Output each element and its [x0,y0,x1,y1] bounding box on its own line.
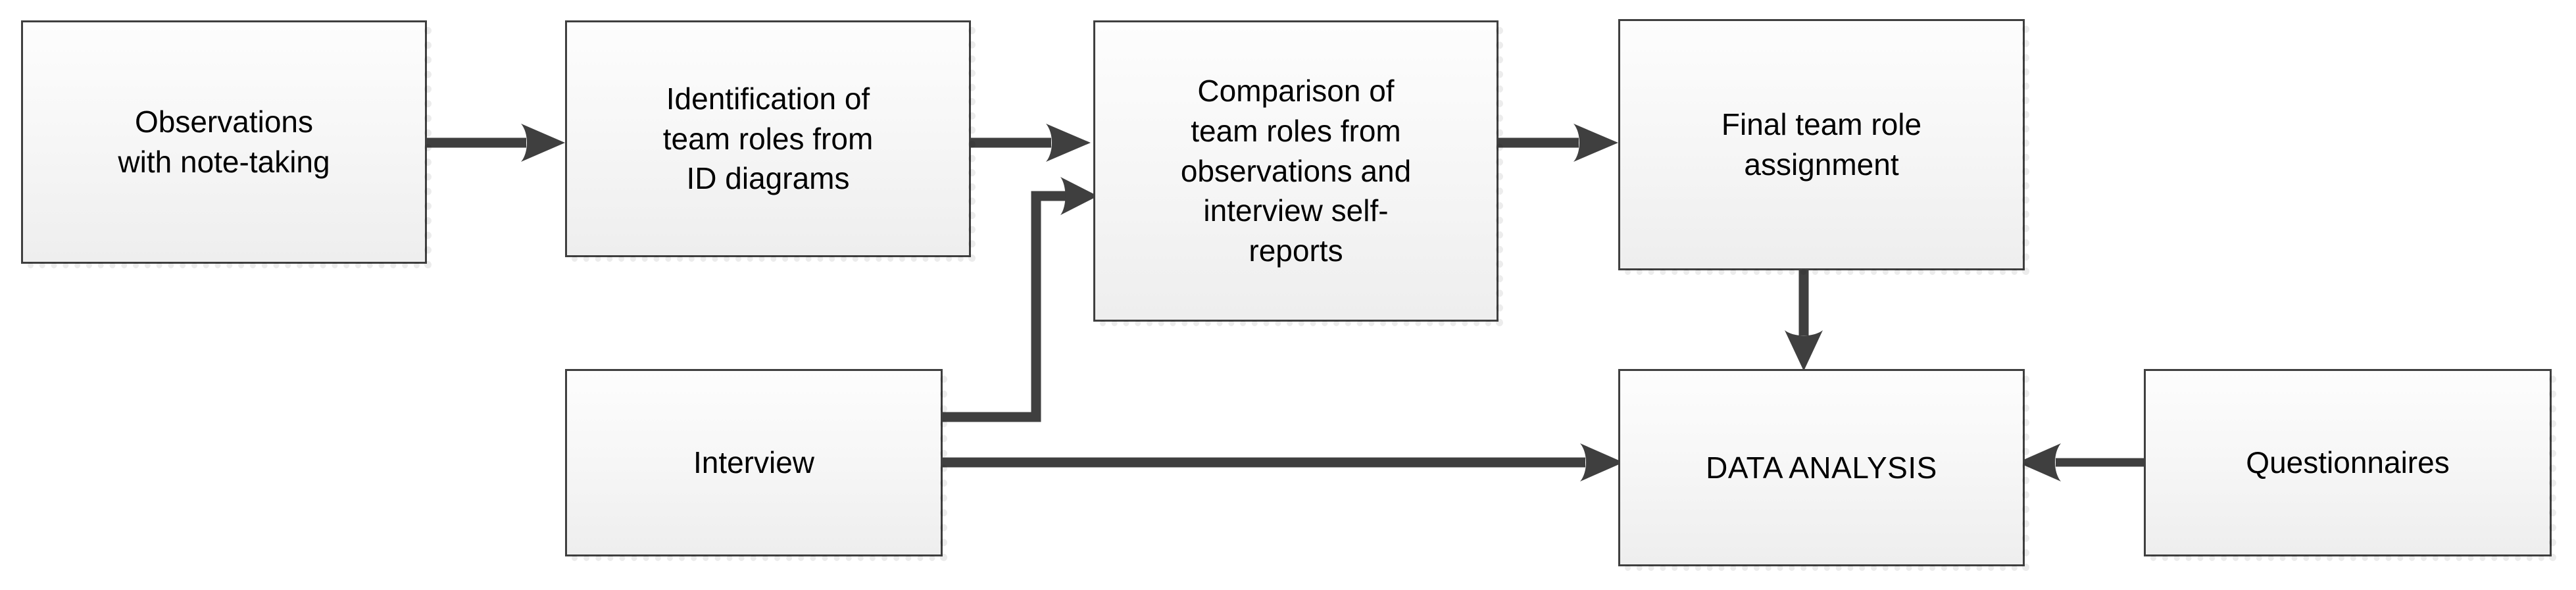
node-data-analysis[interactable]: DATA ANALYSIS [1618,369,2029,571]
edge-final-assignment-to-data-analysis [1780,263,1827,375]
edge-observations-to-identification [421,122,572,163]
node-identification[interactable]: Identification of team roles from ID dia… [565,20,976,262]
edge-comparison-to-final-assignment [1493,122,1625,163]
node-final-assignment[interactable]: Final team role assignment [1618,19,2029,275]
node-interview-label: Interview [693,445,815,480]
node-observations[interactable]: Observations with note-taking [21,20,432,268]
node-questionnaires[interactable]: Questionnaires [2144,369,2556,561]
node-observations-label: Observations with note-taking [118,105,330,179]
edge-interview-to-comparison [934,164,1105,441]
node-data-analysis-label: DATA ANALYSIS [1706,450,1937,485]
node-interview[interactable]: Interview [565,369,947,561]
node-comparison-label: Comparison of team roles from observatio… [1180,74,1412,268]
node-final-assignment-label: Final team role assignment [1721,107,1922,182]
edge-questionnaires-to-data-analysis [2010,442,2151,483]
node-questionnaires-label: Questionnaires [2246,445,2450,480]
node-identification-label: Identification of team roles from ID dia… [662,81,874,196]
edge-identification-to-comparison [966,122,1097,163]
edge-interview-to-data-analysis [937,442,1628,483]
node-comparison[interactable]: Comparison of team roles from observatio… [1093,20,1503,326]
